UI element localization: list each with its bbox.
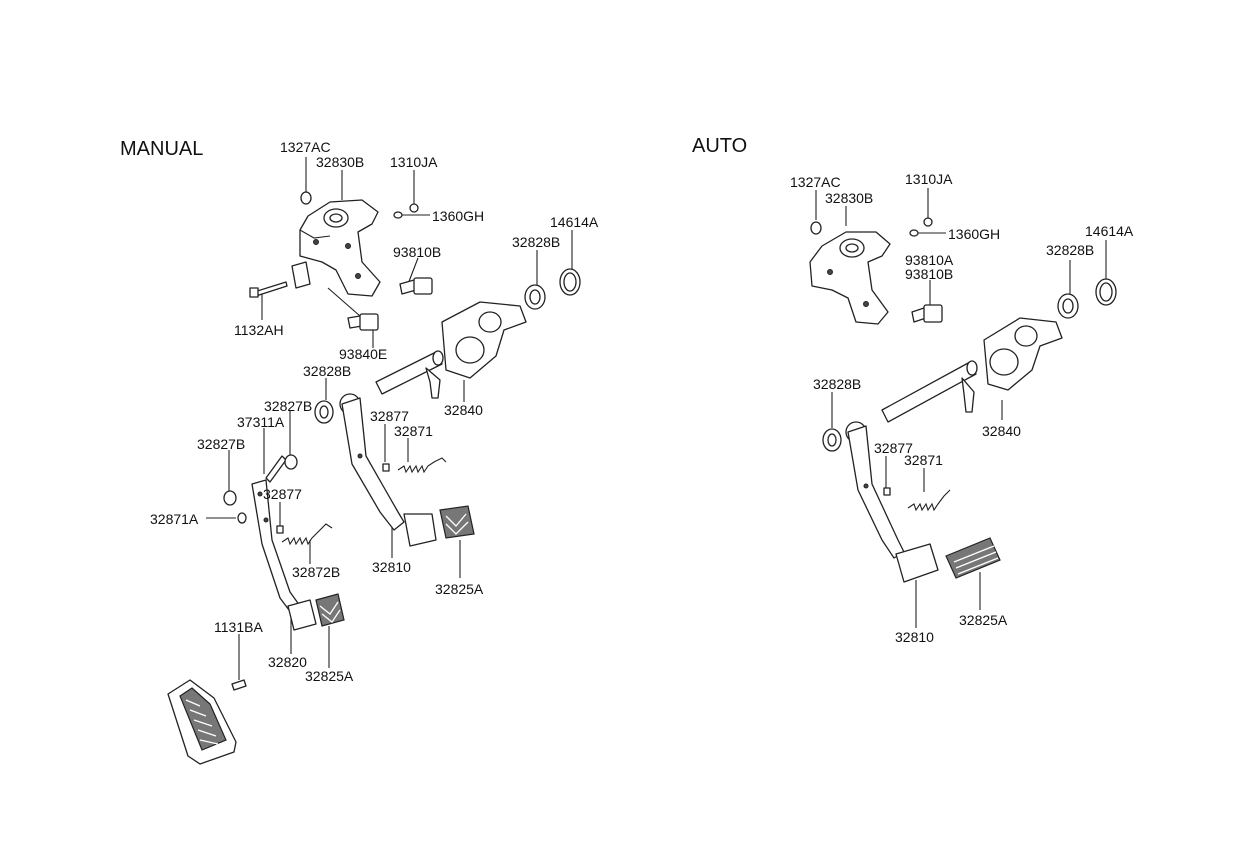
pedal-bracket-auto xyxy=(809,231,891,325)
shaft-manual xyxy=(375,350,444,399)
part-label: 32872B xyxy=(292,564,341,580)
brake-pedal-arm-32810-manual xyxy=(339,393,405,531)
part-label: 32825A xyxy=(305,668,354,684)
nut-1310JA-manual xyxy=(409,203,419,213)
part-label: 93810B xyxy=(393,244,442,260)
part-label: 32810 xyxy=(372,559,411,575)
part-label: 93840E xyxy=(339,346,388,362)
part-label: 32828B xyxy=(512,234,561,250)
part-label: 32810 xyxy=(895,629,934,645)
ring-14614A-auto xyxy=(1095,278,1117,306)
spring-32871-auto xyxy=(907,489,951,512)
bushing-32828B-manual-mid xyxy=(314,400,334,424)
part-label: 1360GH xyxy=(948,226,1001,242)
part-label: 32871A xyxy=(150,511,199,527)
pedal-rubber-32825A-manual-left xyxy=(315,593,345,627)
stopper-32877-manual-mid xyxy=(382,463,390,472)
spring-32872B xyxy=(281,523,333,546)
part-label: 32828B xyxy=(1046,242,1095,258)
pedal-rubber-32825A-auto xyxy=(945,537,1001,579)
part-label: 37311A xyxy=(237,414,285,430)
accelerator-pedal-pad xyxy=(167,679,237,765)
switch-93810-auto xyxy=(911,304,943,323)
manual-assembly xyxy=(167,157,581,765)
part-label: 32871 xyxy=(904,452,943,468)
section-title-auto: AUTO xyxy=(692,135,748,157)
washer-1360GH-manual xyxy=(393,211,403,219)
bracket-block-manual xyxy=(291,261,311,289)
nut-32871A xyxy=(237,512,247,524)
part-label: 32828B xyxy=(303,363,352,379)
part-label: 93810A xyxy=(905,252,954,268)
part-label: 32877 xyxy=(370,408,409,424)
section-title-manual: MANUAL xyxy=(120,138,204,160)
nut-1310JA-auto xyxy=(923,217,933,227)
clutch-pedal-pad xyxy=(287,599,317,631)
part-label: 1132AH xyxy=(234,322,284,338)
part-label: 1310JA xyxy=(390,154,438,170)
nut-1327AC-auto xyxy=(810,221,822,235)
bushing-32828B-manual-top xyxy=(524,284,546,310)
part-label: 32840 xyxy=(444,402,483,418)
part-label: 32830B xyxy=(825,190,874,206)
pin-37311A xyxy=(265,455,287,483)
nut-1327AC-manual xyxy=(300,191,312,205)
brake-pedal-pad-auto xyxy=(895,543,939,583)
brake-pedal-pad-manual xyxy=(403,513,437,547)
part-label: 32840 xyxy=(982,423,1021,439)
ring-14614A-manual xyxy=(559,268,581,296)
manual-leader-lines xyxy=(206,157,573,680)
part-label: 14614A xyxy=(1085,223,1134,239)
part-label: 1310JA xyxy=(905,171,953,187)
shaft-auto xyxy=(881,360,978,423)
part-label: 32827B xyxy=(197,436,246,452)
switch-93840E xyxy=(347,313,379,331)
part-label: 14614A xyxy=(550,214,599,230)
screw-1131BA xyxy=(231,679,247,691)
part-label: 1360GH xyxy=(432,208,485,224)
part-label: 32871 xyxy=(394,423,433,439)
pedal-rubber-32825A-manual-right xyxy=(439,505,475,539)
auto-leader-lines xyxy=(815,188,1107,628)
auto-assembly xyxy=(809,188,1117,628)
part-label: 93810B xyxy=(905,266,954,282)
part-label: 32820 xyxy=(268,654,307,670)
stopper-32877-auto xyxy=(883,487,891,496)
part-label: 32877 xyxy=(263,486,302,502)
part-label: 1327AC xyxy=(280,139,331,155)
bracket-32840-auto xyxy=(983,317,1063,391)
switch-93810B-manual xyxy=(399,277,433,295)
part-label: 32827B xyxy=(264,398,313,414)
part-label: 1327AC xyxy=(790,174,841,190)
part-label: 32828B xyxy=(813,376,862,392)
stopper-32877-manual-left xyxy=(276,525,284,534)
bushing-32828B-auto-mid xyxy=(822,428,842,452)
part-label: 32877 xyxy=(874,440,913,456)
pedal-bracket-manual xyxy=(299,199,381,297)
bushing-32827B-left xyxy=(223,490,237,506)
part-label: 1131BA xyxy=(214,619,263,635)
part-label: 32825A xyxy=(959,612,1008,628)
bushing-32828B-auto-top xyxy=(1057,293,1079,319)
spring-32871-manual xyxy=(397,457,447,474)
bolt-1132AH xyxy=(249,281,288,298)
bushing-32827B-upper xyxy=(284,454,298,470)
part-label: 32825A xyxy=(435,581,484,597)
washer-1360GH-auto xyxy=(909,229,919,237)
part-label: 32830B xyxy=(316,154,365,170)
bracket-32840-manual xyxy=(441,301,527,379)
